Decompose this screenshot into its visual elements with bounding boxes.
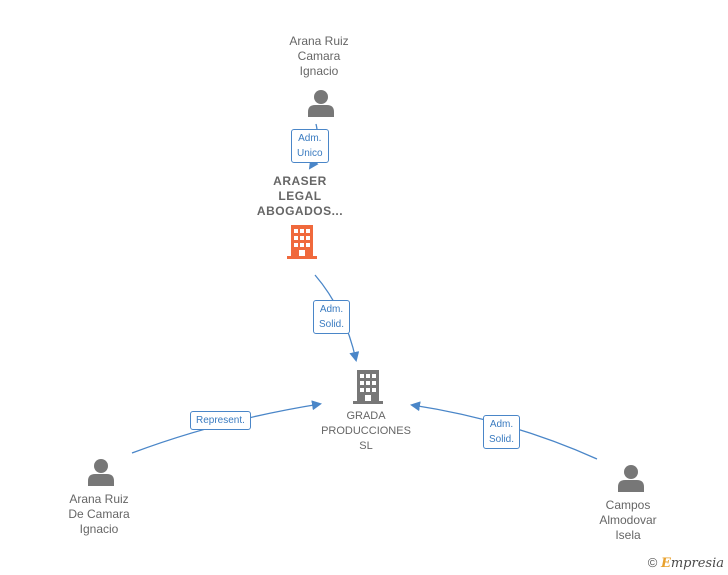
edge-label-right-to-grada[interactable]: Adm. Solid. [483, 415, 521, 449]
empresia-watermark: © Empresia [648, 555, 724, 571]
edge-label-left-to-grada[interactable]: Represent. [190, 411, 251, 430]
person-icon[interactable] [86, 457, 116, 487]
person-icon[interactable] [616, 463, 646, 493]
edge-label-top-to-araser[interactable]: Adm. Unico [291, 129, 329, 163]
person-icon[interactable] [306, 88, 336, 118]
copyright-symbol: © [647, 555, 658, 570]
node-label-person-left[interactable]: Arana Ruiz De Camara Ignacio [68, 492, 130, 536]
node-label-person-right[interactable]: Campos Almodovar Isela [599, 498, 657, 542]
node-label-company-araser[interactable]: ARASER LEGAL ABOGADOS... [256, 174, 344, 218]
node-label-company-grada[interactable]: GRADA PRODUCCIONES SL [321, 410, 411, 452]
edge-label-araser-to-grada[interactable]: Adm. Solid. [313, 300, 351, 334]
building-icon[interactable] [286, 224, 318, 260]
building-icon[interactable] [352, 369, 384, 405]
empresia-logo: Empresia [660, 556, 724, 571]
node-label-person-top[interactable]: Arana Ruiz Camara Ignacio [289, 34, 349, 78]
